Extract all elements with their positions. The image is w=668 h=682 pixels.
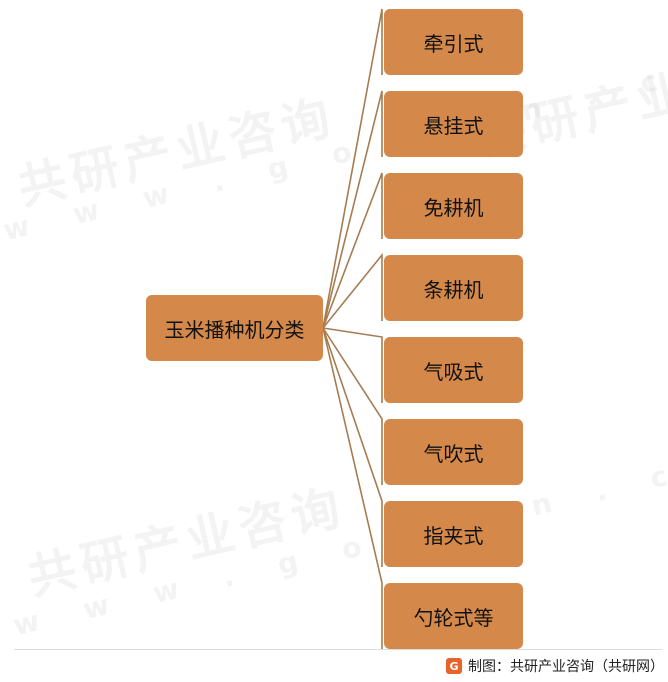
leaf-label: 指夹式	[423, 523, 484, 548]
leaf-node-air-blow: 气吹式	[384, 419, 523, 485]
connector-line	[322, 327, 383, 485]
leaf-node-strip-till: 条耕机	[384, 255, 523, 321]
footer-divider	[14, 649, 662, 650]
leaf-label: 免耕机	[423, 195, 484, 220]
leaf-label: 条耕机	[423, 277, 484, 302]
leaf-label: 悬挂式	[423, 113, 484, 138]
leaf-node-finger-clip: 指夹式	[384, 501, 523, 567]
source-text: 制图：共研产业咨询（共研网）	[468, 659, 664, 675]
footer-source: G 制图：共研产业咨询（共研网）	[446, 656, 664, 676]
leaf-node-air-suction: 气吸式	[384, 337, 523, 403]
leaf-node-spoon-wheel: 勺轮式等	[384, 583, 523, 649]
brand-logo-icon: G	[446, 658, 462, 674]
leaf-label: 气吸式	[423, 359, 484, 384]
leaf-node-mounted: 悬挂式	[384, 91, 523, 157]
leaf-label: 气吹式	[423, 441, 484, 466]
root-label: 玉米播种机分类	[164, 317, 305, 342]
leaf-node-traction: 牵引式	[384, 9, 523, 75]
root-node: 玉米播种机分类	[146, 295, 323, 361]
connector-line	[322, 172, 383, 329]
connector-line	[322, 327, 383, 567]
connector-line	[322, 252, 383, 329]
leaf-label: 牵引式	[423, 31, 484, 56]
connector-line	[322, 327, 383, 403]
connector-line	[322, 8, 383, 329]
leaf-label: 勺轮式等	[413, 605, 494, 630]
connector-line	[322, 327, 383, 649]
connector-line	[322, 90, 383, 329]
leaf-node-no-till: 免耕机	[384, 173, 523, 239]
